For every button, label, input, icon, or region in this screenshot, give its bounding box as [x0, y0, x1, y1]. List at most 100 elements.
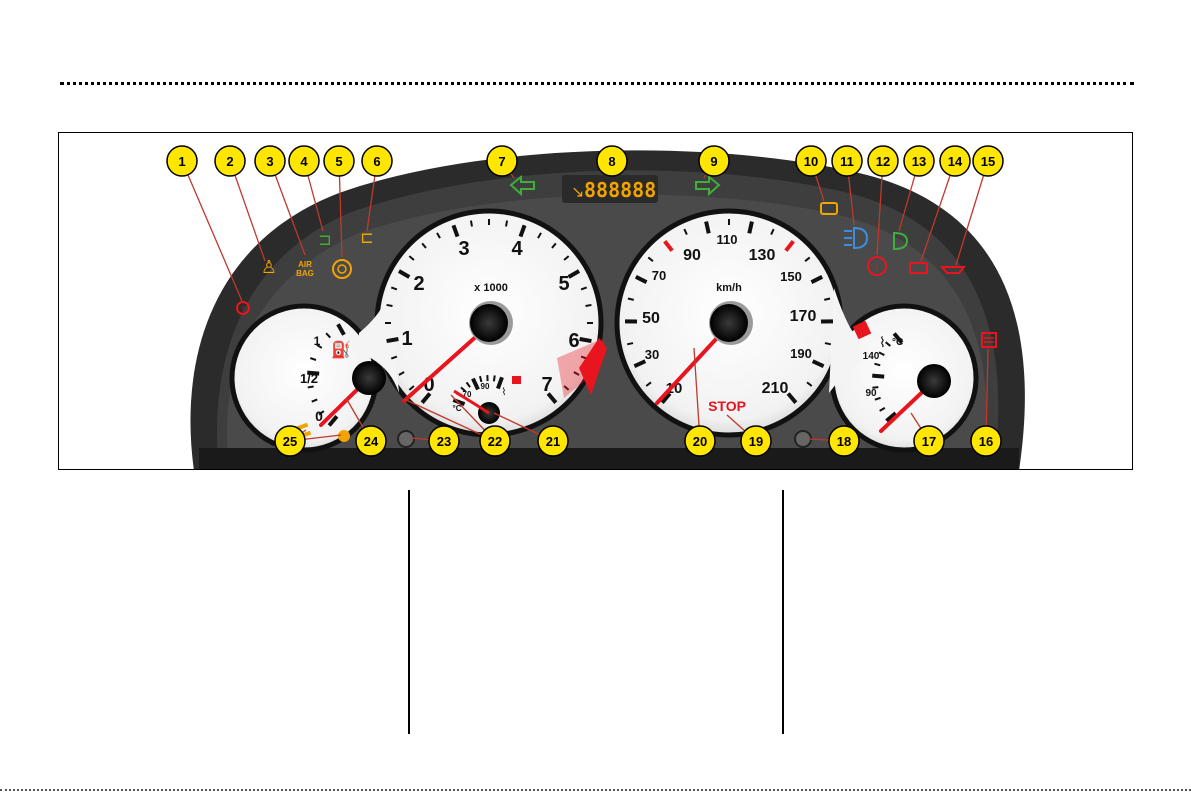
gauge-tick [824, 298, 830, 299]
left-reset-knob[interactable] [398, 431, 414, 447]
callout-6: 6 [362, 146, 392, 176]
fuel-label-full: 1 [314, 334, 321, 348]
callout-21: 21 [538, 426, 568, 456]
speed-label-170: 170 [790, 308, 817, 325]
front-fog-lamp-icon: ⊐ [318, 232, 331, 249]
footer-dotted-rule [0, 789, 1191, 791]
callout-16: 16 [971, 426, 1001, 456]
callout-number: 3 [266, 154, 273, 169]
water-temp-icon: ⌇ [502, 387, 507, 398]
callout-number: 22 [488, 434, 502, 449]
speed-label-110: 110 [717, 232, 738, 247]
seat-belt-icon: ♙ [261, 257, 277, 277]
speed-label-190: 190 [790, 346, 812, 361]
svg-text:!: ! [876, 262, 879, 272]
gauge-tick [627, 343, 633, 344]
callout-5: 5 [324, 146, 354, 176]
gauge-tick [580, 339, 592, 341]
callout-number: 13 [912, 154, 926, 169]
header-dotted-rule [60, 82, 1134, 85]
callout-14: 14 [940, 146, 970, 176]
svg-text:!: ! [242, 305, 244, 314]
callout-25: 25 [275, 426, 305, 456]
oil-temp-unit: °C [892, 337, 903, 348]
oil-temp-hub [917, 364, 951, 398]
callout-number: 21 [546, 434, 560, 449]
callout-18: 18 [829, 426, 859, 456]
callout-number: 5 [335, 154, 342, 169]
callout-9: 9 [699, 146, 729, 176]
callout-number: 10 [804, 154, 818, 169]
tach-label-7: 7 [541, 374, 552, 396]
odometer-digits: 888888 [584, 178, 656, 202]
callout-2: 2 [215, 146, 245, 176]
speed-label-30: 30 [645, 347, 659, 362]
callout-19: 19 [741, 426, 771, 456]
speed-label-130: 130 [749, 247, 776, 264]
tach-label-2: 2 [413, 273, 424, 295]
callout-number: 24 [364, 434, 379, 449]
gauge-tick [825, 343, 831, 344]
fuel-reserve-lamp [338, 430, 350, 442]
callout-number: 23 [437, 434, 451, 449]
speed-unit: km/h [716, 282, 742, 294]
callout-15: 15 [973, 146, 1003, 176]
speed-label-70: 70 [652, 268, 666, 283]
rear-fog-lamp-icon: ⊏ [360, 230, 373, 247]
callout-number: 25 [283, 434, 297, 449]
speed-label-150: 150 [780, 269, 802, 284]
callout-3: 3 [255, 146, 285, 176]
gauge-tick [471, 221, 472, 227]
gauge-tick [706, 222, 709, 234]
column-divider-left [408, 490, 410, 734]
callout-number: 19 [749, 434, 763, 449]
fuel-label-half: 1/2 [300, 371, 318, 386]
callout-number: 9 [710, 154, 717, 169]
callout-number: 1 [178, 154, 185, 169]
stop-warning-label: STOP [708, 398, 746, 414]
tach-label-1: 1 [401, 328, 412, 350]
callout-24: 24 [356, 426, 386, 456]
oil-can-icon: ⌇ [879, 334, 886, 350]
oil-temp-label-140: 140 [863, 351, 880, 362]
column-divider-right [782, 490, 784, 734]
oil-temp-label-90: 90 [865, 388, 877, 399]
svg-text:⊏: ⊏ [360, 230, 373, 247]
odometer-display: ↘ 888888 [562, 175, 658, 203]
callout-number: 18 [837, 434, 851, 449]
svg-text:⊐: ⊐ [318, 232, 331, 249]
callout-22: 22 [480, 426, 510, 456]
callout-number: 20 [693, 434, 707, 449]
speedo-hub [710, 304, 748, 342]
right-reset-knob[interactable] [795, 431, 811, 447]
gauge-tick [308, 387, 314, 388]
airbag-text-bottom: BAG [296, 269, 314, 278]
callout-number: 2 [226, 154, 233, 169]
gauge-tick [387, 305, 393, 306]
callout-23: 23 [429, 426, 459, 456]
tach-label-4: 4 [511, 238, 523, 260]
gauge-tick [628, 298, 634, 299]
callout-number: 4 [300, 154, 308, 169]
callout-17: 17 [914, 426, 944, 456]
tach-hub [470, 304, 508, 342]
callout-11: 11 [832, 146, 862, 176]
callout-number: 11 [840, 154, 854, 169]
callout-number: 14 [948, 154, 963, 169]
water-temp-red-zone [512, 376, 521, 384]
callout-number: 17 [922, 434, 936, 449]
gauge-tick [586, 305, 592, 306]
callout-number: 8 [608, 154, 615, 169]
callout-number: 7 [498, 154, 505, 169]
gauge-tick [494, 375, 495, 381]
callout-20: 20 [685, 426, 715, 456]
callout-12: 12 [868, 146, 898, 176]
airbag-icon: AIR BAG [296, 260, 314, 278]
fuel-hub [352, 361, 386, 395]
gauge-tick [387, 339, 399, 341]
callout-1: 1 [167, 146, 197, 176]
instrument-panel-figure: 0 1 2 3 4 5 6 7 x 1000 70 90 ⌇ °C 10 30 … [58, 132, 1133, 470]
callout-7: 7 [487, 146, 517, 176]
callout-number: 6 [373, 154, 380, 169]
speed-label-210: 210 [762, 380, 789, 397]
